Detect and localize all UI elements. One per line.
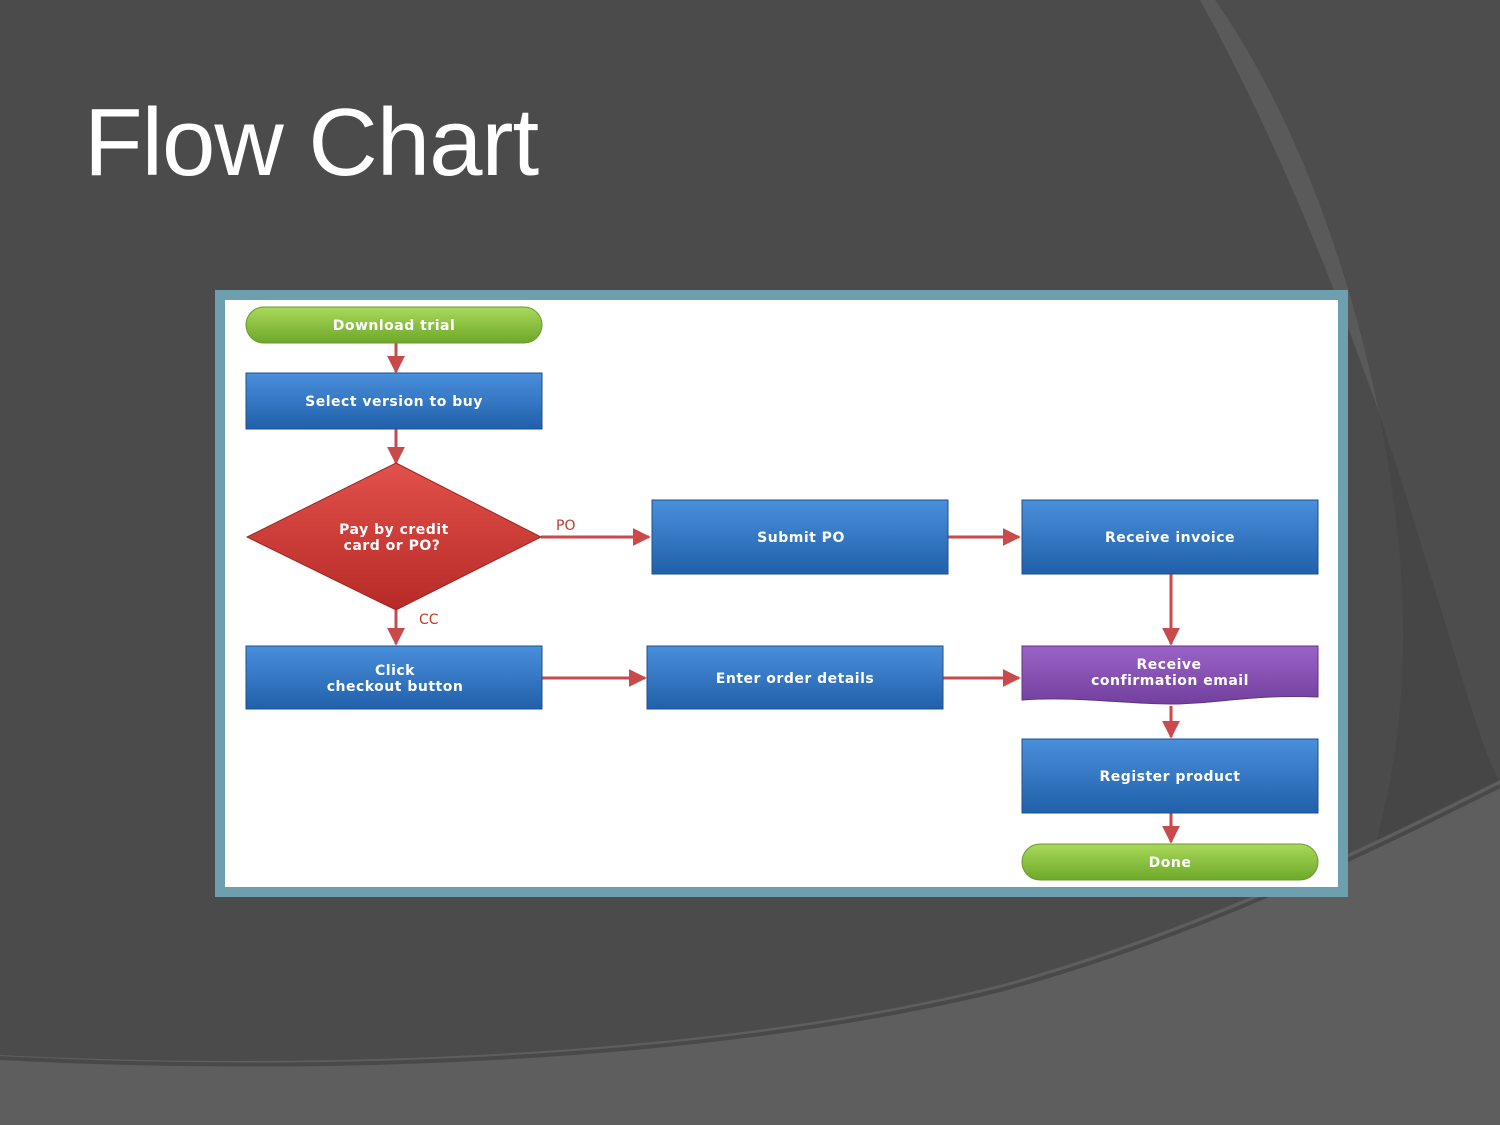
node-receive-confirmation-line2: confirmation email <box>1091 673 1249 689</box>
edge-label-po: PO <box>556 518 575 534</box>
node-enter-order-details: Enter order details <box>646 645 944 710</box>
node-payment-decision-line1: Pay by credit <box>339 522 449 538</box>
node-receive-invoice: Receive invoice <box>1021 499 1319 575</box>
node-register-product-label: Register product <box>1100 769 1241 785</box>
node-payment-decision: Pay by credit card or PO? <box>245 462 543 611</box>
node-click-checkout-line1: Click <box>375 663 415 679</box>
node-receive-confirmation: Receive confirmation email <box>1021 645 1319 705</box>
node-select-version: Select version to buy <box>245 372 543 430</box>
node-download-trial: Download trial <box>245 306 543 344</box>
node-click-checkout: Click checkout button <box>245 645 543 710</box>
node-payment-decision-line2: card or PO? <box>344 538 441 554</box>
node-submit-po: Submit PO <box>651 499 949 575</box>
edge-label-cc: CC <box>419 612 439 628</box>
flow-edges <box>387 343 1180 844</box>
node-register-product: Register product <box>1021 738 1319 814</box>
node-select-version-label: Select version to buy <box>305 394 483 410</box>
node-done-label: Done <box>1149 855 1192 871</box>
flowchart-canvas: PO CC Download trial Select version to b… <box>225 300 1338 887</box>
node-click-checkout-line2: checkout button <box>327 679 464 695</box>
node-enter-order-details-label: Enter order details <box>716 671 874 687</box>
node-done: Done <box>1021 843 1319 881</box>
node-submit-po-label: Submit PO <box>757 530 845 546</box>
node-receive-confirmation-line1: Receive <box>1137 657 1202 673</box>
slide-title: Flow Chart <box>84 89 539 196</box>
node-receive-invoice-label: Receive invoice <box>1105 530 1235 546</box>
node-download-trial-label: Download trial <box>333 318 456 334</box>
